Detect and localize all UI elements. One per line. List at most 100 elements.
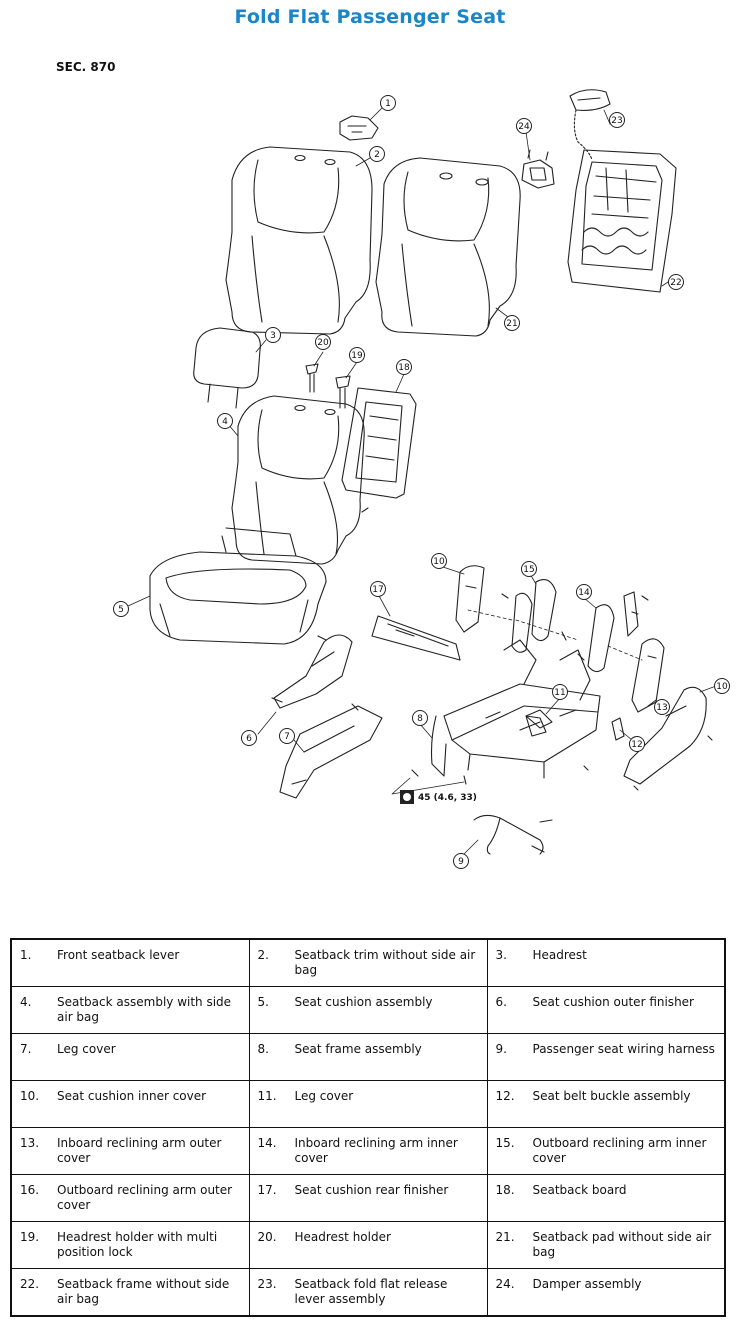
parts-cell: 9.Passenger seat wiring harness — [486, 1033, 726, 1081]
svg-text:15: 15 — [523, 565, 534, 575]
part-number: 23. — [257, 1277, 277, 1291]
svg-text:14: 14 — [578, 588, 590, 598]
svg-text:13: 13 — [656, 703, 667, 713]
callout-3: 3 — [265, 327, 281, 343]
parts-cell: 13. Inboard reclining arm outer cover — [10, 1127, 250, 1175]
part-name: Seat cushion outer finisher — [532, 995, 694, 1009]
page-title: Fold Flat Passenger Seat — [234, 6, 506, 28]
svg-text:10: 10 — [433, 557, 445, 567]
callout-24: 24 — [516, 118, 532, 134]
callout-13: 13 — [654, 699, 670, 715]
svg-text:1: 1 — [385, 99, 391, 109]
part-name: Leg cover — [294, 1089, 354, 1103]
seatback-board-part — [341, 387, 417, 499]
svg-text:21: 21 — [506, 319, 517, 329]
part-name: Outboard reclining arm inner cover — [532, 1136, 707, 1165]
leader-lines — [127, 107, 717, 857]
parts-cell: 10.Seat cushion inner cover — [10, 1080, 250, 1128]
part-name: Headrest holder — [294, 1230, 391, 1244]
svg-text:11: 11 — [554, 688, 565, 698]
callout-11: 11 — [552, 684, 568, 700]
svg-text:22: 22 — [670, 278, 681, 288]
part-number: 7. — [20, 1042, 32, 1056]
part-number: 6. — [495, 995, 507, 1009]
part-number: 13. — [20, 1136, 40, 1150]
part-number: 19. — [20, 1230, 40, 1244]
callout-15: 15 — [521, 561, 537, 577]
svg-text:3: 3 — [270, 331, 276, 341]
callout-5: 5 — [113, 601, 129, 617]
part-number: 14. — [257, 1136, 277, 1150]
outboard-reclining-arm-cover-part — [511, 579, 557, 653]
callout-19: 19 — [349, 347, 365, 363]
parts-cell: 11. Leg cover — [248, 1080, 488, 1128]
parts-cell: 20.Headrest holder — [248, 1221, 488, 1269]
seat-frame-assembly-part — [430, 639, 601, 779]
seatback-pad-part — [375, 157, 521, 337]
seat-cushion-inner-cover-part — [455, 565, 485, 633]
callout-2: 2 — [369, 146, 385, 162]
callout-12: 12 — [629, 736, 645, 752]
parts-row: 13. Inboard reclining arm outer cover 14. I… — [10, 1127, 726, 1175]
seat-belt-buckle-part — [611, 717, 625, 741]
callout-9: 9 — [453, 853, 469, 869]
part-name: Passenger seat wiring harness — [532, 1042, 715, 1056]
parts-cell: 12.Seat belt buckle assembly — [486, 1080, 726, 1128]
parts-cell: 7. Leg cover — [10, 1033, 250, 1081]
part-number: 11. — [257, 1089, 277, 1103]
part-name: Inboard reclining arm inner cover — [294, 1136, 458, 1165]
parts-row: 16.Outboard reclining arm outer cover 17.… — [10, 1174, 726, 1222]
svg-text:18: 18 — [398, 363, 410, 373]
parts-cell: 19. Headrest holder with multi position l… — [10, 1221, 250, 1269]
inboard-reclining-arm-outer-part — [631, 638, 665, 713]
seatback-frame-part — [567, 149, 677, 293]
inboard-reclining-arm-inner-part — [587, 591, 639, 673]
parts-cell: 4.Seatback assembly with side air bag — [10, 986, 250, 1034]
svg-text:12: 12 — [631, 740, 642, 750]
parts-cell: 2.Seatback trim without side air bag — [248, 938, 488, 987]
svg-text:5: 5 — [118, 605, 124, 615]
part-name: Seatback assembly with side air bag — [57, 995, 232, 1024]
part-name: Leg cover — [57, 1042, 116, 1056]
part-number: 22. — [20, 1277, 40, 1291]
svg-text:10: 10 — [716, 682, 728, 692]
bolts — [271, 593, 713, 791]
part-name: Seatback board — [532, 1183, 627, 1197]
callouts: 1 2 3 4 5 6 7 8 9 10 10 11 12 13 14 15 1… — [113, 95, 730, 869]
part-number: 2. — [257, 948, 269, 962]
svg-text:8: 8 — [417, 714, 423, 724]
callout-10-right: 10 — [714, 678, 730, 694]
parts-cell: 24.Damper assembly — [486, 1268, 726, 1317]
part-name: Headrest holder with multi position lock — [57, 1230, 218, 1259]
seat-cushion-outer-finisher-part — [273, 634, 353, 709]
part-name: Seatback pad without side air bag — [532, 1230, 712, 1259]
svg-text:7: 7 — [284, 732, 290, 742]
callout-10-top: 10 — [431, 553, 447, 569]
part-name: Inboard reclining arm outer cover — [57, 1136, 222, 1165]
part-number: 17. — [257, 1183, 277, 1197]
parts-cell: 5. Seat cushion assembly — [248, 986, 488, 1034]
part-number: 15. — [495, 1136, 515, 1150]
parts-cell: 21.Seatback pad without side air bag — [486, 1221, 726, 1269]
part-name: Seat cushion assembly — [294, 995, 433, 1009]
seat-cushion-rear-finisher-part — [371, 615, 461, 661]
part-number: 5. — [257, 995, 269, 1009]
damper-assembly-part — [521, 149, 555, 189]
callout-18: 18 — [396, 359, 412, 375]
callout-17: 17 — [370, 581, 386, 597]
wiring-harness-part — [473, 814, 553, 855]
part-name: Seat belt buckle assembly — [532, 1089, 691, 1103]
callout-22: 22 — [668, 274, 684, 290]
seat-cushion-part — [149, 527, 327, 645]
part-number: 18. — [495, 1183, 515, 1197]
parts-cell: 1.Front seatback lever — [10, 938, 250, 987]
svg-text:19: 19 — [351, 351, 363, 361]
parts-cell: 16.Outboard reclining arm outer cover — [10, 1174, 250, 1222]
part-name: Damper assembly — [532, 1277, 642, 1291]
seatback-assembly-part — [231, 395, 365, 565]
part-name: Outboard reclining arm outer cover — [57, 1183, 233, 1212]
release-lever-part — [569, 89, 611, 161]
